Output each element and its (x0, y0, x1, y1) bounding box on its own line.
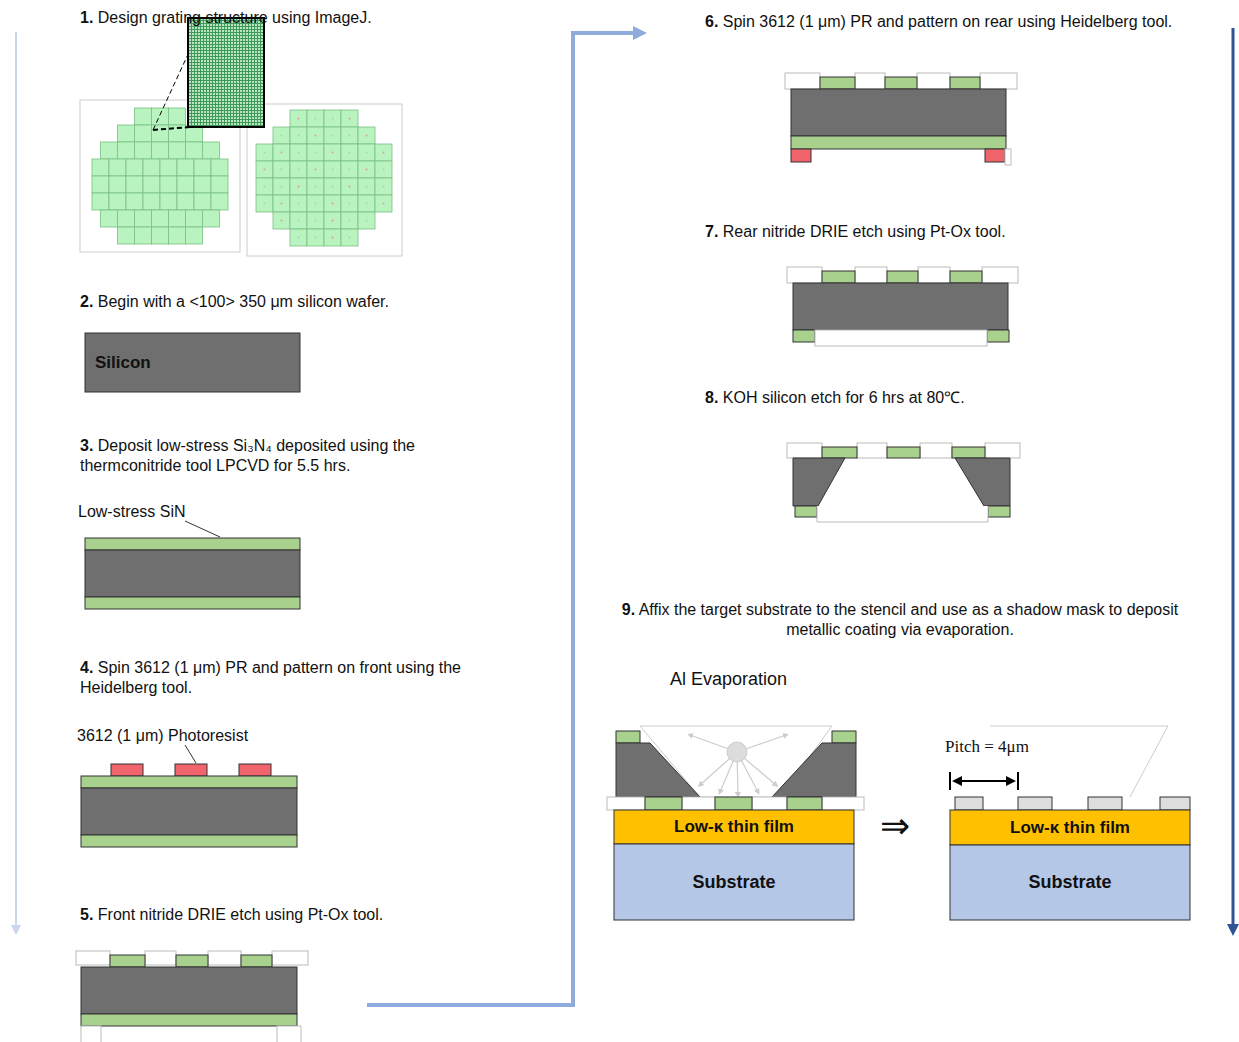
annotation: ⇒ (880, 806, 930, 846)
layer-name: Silicon (95, 353, 151, 373)
step-description: Spin 3612 (1 μm) PR and pattern on front… (80, 659, 461, 696)
annotation: Low-stress SiN (78, 502, 238, 522)
step-number: 8. (705, 389, 718, 406)
wafer-layer: Silicon (85, 333, 300, 392)
annotation: Pitch = 4μm (945, 737, 1105, 757)
step-number: 2. (80, 293, 93, 310)
layer-name: Substrate (1028, 872, 1111, 893)
step-description: Design grating structure using ImageJ. (98, 9, 372, 26)
step-text: 3. Deposit low-stress Si₃N₄ deposited us… (80, 436, 452, 476)
step-text: 7. Rear nitride DRIE etch using Pt-Ox to… (705, 222, 1125, 242)
step-number: 5. (80, 906, 93, 923)
step-description: Affix the target substrate to the stenci… (639, 601, 1179, 638)
annotation: Al Evaporation (670, 669, 870, 689)
callout-label: Pitch = 4μm (945, 737, 1029, 756)
step-number: 9. (622, 601, 635, 618)
step-number: 1. (80, 9, 93, 26)
step-description: KOH silicon etch for 6 hrs at 80℃. (723, 389, 965, 406)
step-text: 5. Front nitride DRIE etch using Pt-Ox t… (80, 905, 500, 925)
step-text: 2. Begin with a <100> 350 μm silicon waf… (80, 292, 500, 312)
layer-name: Low-κ thin film (674, 817, 794, 837)
layer-name: Substrate (692, 872, 775, 893)
step-description: Deposit low-stress Si₃N₄ deposited using… (80, 437, 415, 474)
callout-label: ⇒ (880, 805, 910, 846)
callout-label: Low-stress SiN (78, 503, 186, 520)
step-text: 9. Affix the target substrate to the ste… (620, 600, 1180, 640)
layer-name: Low-κ thin film (1010, 818, 1130, 838)
annotation: 3612 (1 μm) Photoresist (77, 726, 297, 746)
step-description: Spin 3612 (1 μm) PR and pattern on rear … (723, 13, 1172, 30)
step-text: 6. Spin 3612 (1 μm) PR and pattern on re… (705, 12, 1177, 32)
film-layer: Substrate (614, 844, 854, 920)
step-text: 4. Spin 3612 (1 μm) PR and pattern on fr… (80, 658, 492, 698)
film-layer: Substrate (950, 845, 1190, 920)
step-text: 1. Design grating structure using ImageJ… (80, 8, 500, 28)
film-layer: Low-κ thin film (614, 810, 854, 844)
callout-label: 3612 (1 μm) Photoresist (77, 727, 248, 744)
step-description: Rear nitride DRIE etch using Pt-Ox tool. (723, 223, 1006, 240)
step-number: 6. (705, 13, 718, 30)
step-description: Begin with a <100> 350 μm silicon wafer. (98, 293, 389, 310)
callout-label: Al Evaporation (670, 669, 787, 689)
step-description: Front nitride DRIE etch using Pt-Ox tool… (98, 906, 383, 923)
step-number: 3. (80, 437, 93, 454)
step-number: 7. (705, 223, 718, 240)
step-number: 4. (80, 659, 93, 676)
step-text: 8. KOH silicon etch for 6 hrs at 80℃. (705, 388, 1125, 408)
film-layer: Low-κ thin film (950, 810, 1190, 845)
